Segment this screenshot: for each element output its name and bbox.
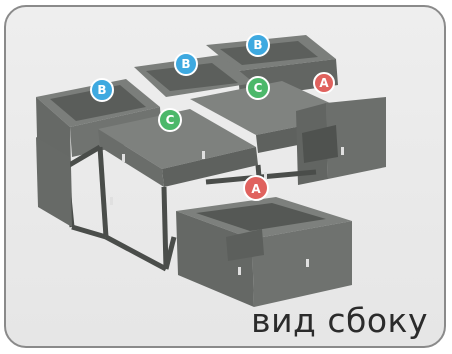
modular-block-scene: B B B C C A A bbox=[6, 7, 446, 348]
marker-a-back: A bbox=[314, 73, 334, 93]
svg-text:A: A bbox=[319, 76, 329, 90]
marker-c-right: C bbox=[247, 77, 269, 99]
svg-text:B: B bbox=[181, 57, 190, 71]
marker-c-left: C bbox=[159, 109, 181, 131]
svg-text:B: B bbox=[253, 38, 262, 52]
block-front bbox=[176, 197, 352, 307]
image-frame: B B B C C A A вид сбоку bbox=[4, 5, 446, 348]
marker-a-front: A bbox=[244, 176, 268, 200]
svg-text:C: C bbox=[166, 113, 175, 127]
marker-b-left: B bbox=[91, 79, 113, 101]
svg-text:C: C bbox=[254, 81, 263, 95]
marker-b-top-right: B bbox=[247, 34, 269, 56]
marker-b-middle: B bbox=[175, 53, 197, 75]
svg-text:A: A bbox=[251, 182, 261, 196]
svg-text:B: B bbox=[97, 83, 106, 97]
view-caption: вид сбоку bbox=[251, 301, 428, 340]
